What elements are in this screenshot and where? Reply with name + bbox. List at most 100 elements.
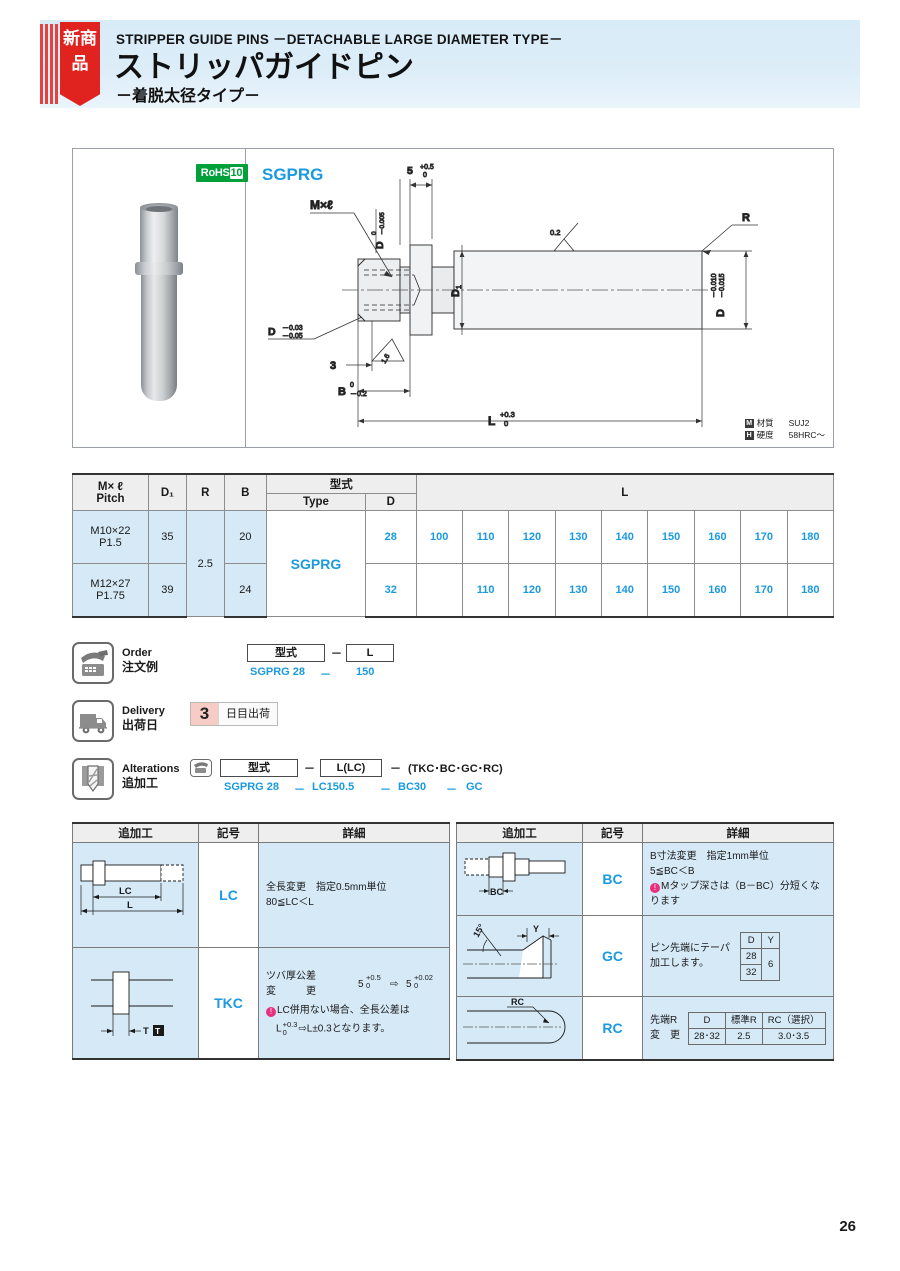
gc-figure: 15° Y: [456, 915, 583, 997]
panel-divider: [245, 149, 246, 447]
gc-fig-label-angle: 15°: [471, 922, 487, 939]
gc-mini-table: D Y 28 6 32: [739, 931, 780, 981]
bc-detail-line2: 5≦BC＜B: [650, 866, 695, 877]
alt-right-header-proc: 追加工: [456, 822, 583, 843]
tkc-note1: LC併用ない場合、全長公差は: [277, 1005, 410, 1016]
svg-text:－0.005: －0.005: [379, 212, 386, 235]
tkc-tol-to: 5: [406, 979, 412, 990]
svg-text:－0.015: －0.015: [719, 273, 726, 298]
alteration-field-l[interactable]: L(LC): [320, 759, 382, 777]
order-example-type: SGPRG 28: [250, 666, 306, 678]
alteration-field-type[interactable]: 型式: [220, 759, 298, 777]
material-value: SUJ2: [788, 418, 810, 428]
lc-fig-label-l: L: [127, 900, 133, 911]
cell-b-1: 20: [223, 510, 267, 564]
rc-mini-std: 2.5: [724, 1027, 763, 1045]
tkc-tol-from-up: +0.5: [366, 973, 381, 982]
alt-symbol-bc: BC: [582, 842, 643, 916]
hardness-icon: H: [744, 431, 754, 441]
svg-text:3: 3: [330, 360, 336, 372]
alteration-example-bc: BC30: [398, 781, 427, 793]
new-product-badge: 新商品: [40, 20, 108, 108]
cell-l-2-5: 150: [647, 563, 695, 618]
rc-mini-header-d: D: [688, 1011, 726, 1029]
svg-text:1.6: 1.6: [381, 353, 392, 365]
svg-text:D: D: [715, 309, 727, 317]
header-l: L: [415, 473, 835, 511]
material-icon: M: [744, 419, 754, 429]
alteration-separator-1: －: [304, 763, 315, 775]
tkc-note2-up: +0.3: [282, 1020, 298, 1029]
svg-text:－0.05: －0.05: [282, 333, 303, 340]
drawing-type-label: SGPRG: [262, 165, 324, 184]
product-photo: [129, 203, 189, 405]
bc-detail-line1: B寸法変更 指定1mm単位: [650, 851, 769, 862]
alt-detail-lc: 全長変更 指定0.5mm単位 80≦LC＜L: [258, 842, 450, 948]
product-photo-cell: RoHS10: [73, 149, 248, 449]
note-bullet-icon: !: [266, 1007, 276, 1017]
drawing-panel: RoHS10 SGPRG: [72, 148, 834, 448]
tkc-fig-label-t: T: [143, 1026, 149, 1037]
cell-l-2-1: 110: [461, 563, 510, 618]
tkc-note2-dn: 0: [282, 1028, 287, 1037]
alterations-table-right: 追加工 記号 詳細: [456, 822, 834, 1061]
cell-l-2-4: 140: [601, 563, 649, 618]
drill-icon: [72, 758, 114, 800]
header-b: B: [223, 473, 267, 511]
cell-l-1-8: 180: [786, 510, 835, 564]
svg-text:T: T: [155, 1026, 161, 1036]
delivery-days: 3: [191, 703, 218, 725]
order-info-section: Order 注文例 型式 － L SGPRG 28 － 150: [72, 640, 834, 814]
cell-d1-2: 39: [147, 563, 187, 618]
rc-mini-header-opt: RC（選択）: [761, 1011, 826, 1029]
tkc-arrow: ⇨: [390, 979, 399, 990]
svg-text:+0.5: +0.5: [420, 164, 434, 171]
delivery-label-jp: 出荷日: [122, 718, 159, 732]
delivery-days-unit: 日目出荷: [218, 703, 277, 725]
svg-text:D: D: [374, 241, 386, 249]
alt-symbol-lc: LC: [198, 842, 259, 948]
alt-detail-tkc: ツバ厚公差 変 更 5 +0.5 0 ⇨ 5 +0.02 0: [258, 947, 450, 1060]
lc-detail-line2: 80≦LC＜L: [266, 897, 314, 908]
svg-text:+0.3: +0.3: [500, 410, 515, 419]
cell-l-1-4: 140: [601, 510, 649, 564]
alt-left-header-proc: 追加工: [72, 822, 199, 843]
alt-detail-bc: B寸法変更 指定1mm単位 5≦BC＜B !Mタップ深さは（B－BC）分短くなり…: [642, 842, 834, 916]
header-subtitle-en: STRIPPER GUIDE PINS －DETACHABLE LARGE DI…: [116, 32, 563, 47]
alt-symbol-tkc: TKC: [198, 947, 259, 1060]
alteration-example-type: SGPRG 28: [224, 781, 280, 793]
order-field-type[interactable]: 型式: [247, 644, 325, 662]
svg-text:－0.03: －0.03: [282, 325, 303, 332]
order-field-l[interactable]: L: [346, 644, 394, 662]
order-example-l: 150: [356, 666, 375, 678]
cell-l-1-0: 100: [415, 510, 463, 564]
truck-icon: [72, 700, 114, 742]
tkc-tol-to-dn: 0: [414, 981, 419, 990]
alteration-example-sep-1: －: [294, 784, 305, 796]
hardness-label: 硬度: [756, 430, 774, 440]
svg-text:R: R: [742, 212, 750, 224]
cell-d-1: 28: [364, 510, 417, 564]
delivery-row: Delivery 出荷日 3 日目出荷: [72, 698, 834, 756]
tkc-detail-line1: ツバ厚公差: [266, 971, 316, 982]
gc-mini-header-d: D: [739, 931, 763, 949]
rc-mini-header-std: 標準R: [724, 1011, 763, 1029]
cell-l-2-0: [415, 563, 463, 618]
note-bullet-icon: !: [650, 883, 660, 893]
svg-text:－0.2: －0.2: [350, 391, 367, 398]
rc-figure: RC: [456, 996, 583, 1061]
rohs-number: 10: [229, 167, 244, 179]
gc-mini-d-2: 32: [739, 963, 763, 981]
cell-d-2: 32: [364, 563, 417, 618]
order-label-en: Order: [122, 647, 152, 659]
cell-l-1-1: 110: [461, 510, 510, 564]
header-type-jp: 型式: [265, 473, 417, 494]
svg-text:0: 0: [504, 419, 508, 428]
technical-drawing-cell: SGPRG: [246, 149, 833, 447]
tkc-tol-from: 5: [358, 979, 364, 990]
page-number: 26: [839, 1218, 856, 1235]
alt-left-header-sym: 記号: [198, 822, 259, 843]
thread-label: M×ℓ: [310, 198, 333, 212]
